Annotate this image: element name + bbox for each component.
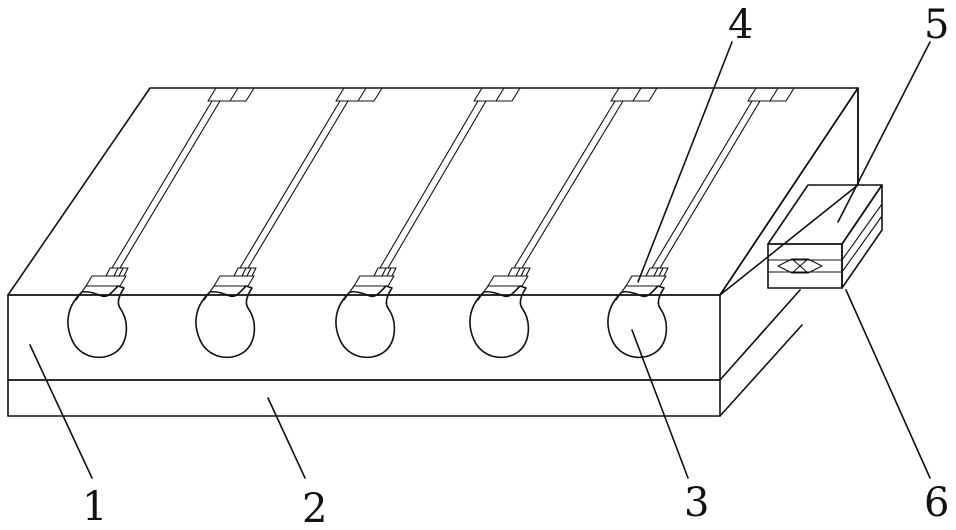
strap-group [68, 88, 794, 357]
strap-line [522, 101, 623, 268]
main-body-side-lower-edge [720, 290, 800, 380]
side-box-top [768, 185, 882, 244]
label-part-4: 4 [728, 2, 753, 48]
strap-top-tab-divider [770, 88, 778, 101]
strap-clip-tooth [516, 268, 520, 276]
strap-line [112, 101, 212, 268]
strap-clip-tooth [382, 268, 386, 276]
strap-line [240, 101, 340, 268]
strap-top-tab-divider [633, 88, 641, 101]
label-part-6: 6 [924, 480, 949, 526]
label-part-1: 1 [82, 484, 107, 530]
strap-clip-tooth [654, 268, 658, 276]
strap-line [380, 101, 478, 268]
label-part-3: 3 [684, 480, 709, 526]
strap-clip-tooth [247, 268, 251, 276]
strap-ring [608, 286, 666, 357]
strap-clip-tooth [387, 268, 391, 276]
strap-clip [488, 276, 528, 286]
leader-line-4 [638, 42, 732, 282]
strap-ring [470, 286, 528, 357]
strap-line [388, 101, 486, 268]
strap-line [120, 101, 220, 268]
strap-top-tab-divider [496, 88, 504, 101]
strap-clip-tooth [521, 268, 525, 276]
strap-clip [214, 276, 254, 286]
side-box [768, 185, 882, 288]
strap-clip-tooth [659, 268, 663, 276]
label-part-5: 5 [924, 2, 949, 48]
strap-ring [336, 286, 394, 357]
strap-line [248, 101, 348, 268]
strap-clip-tooth [119, 268, 123, 276]
strap-top-tab-divider [358, 88, 366, 101]
side-box-side [842, 185, 882, 288]
leader-line-1 [30, 345, 92, 478]
strap-clip-tooth [114, 268, 118, 276]
side-box-slot-side-top [842, 204, 882, 260]
leader-line-3 [632, 330, 688, 478]
main-body [8, 88, 858, 380]
strap-clip-tooth [242, 268, 246, 276]
base-layer-front [8, 380, 720, 416]
base-layer-side-edge [720, 325, 802, 416]
label-part-2: 2 [302, 486, 327, 530]
strap-clip [354, 276, 394, 286]
strap-clip [86, 276, 126, 286]
side-box-eyelet-inner [792, 259, 808, 273]
leader-line-5 [838, 42, 930, 222]
leader-line-2 [268, 398, 305, 478]
strap-line [660, 101, 760, 268]
strap-line [514, 101, 615, 268]
base-layer [8, 325, 802, 416]
main-body-front-face [8, 295, 720, 380]
side-box-slot-side-bottom [842, 216, 882, 272]
strap-clip [626, 276, 666, 286]
leader-line-6 [846, 290, 930, 478]
strap-line [652, 101, 752, 268]
strap-top-tab-divider [230, 88, 238, 101]
strap-ring [68, 286, 126, 357]
strap-ring [196, 286, 254, 357]
